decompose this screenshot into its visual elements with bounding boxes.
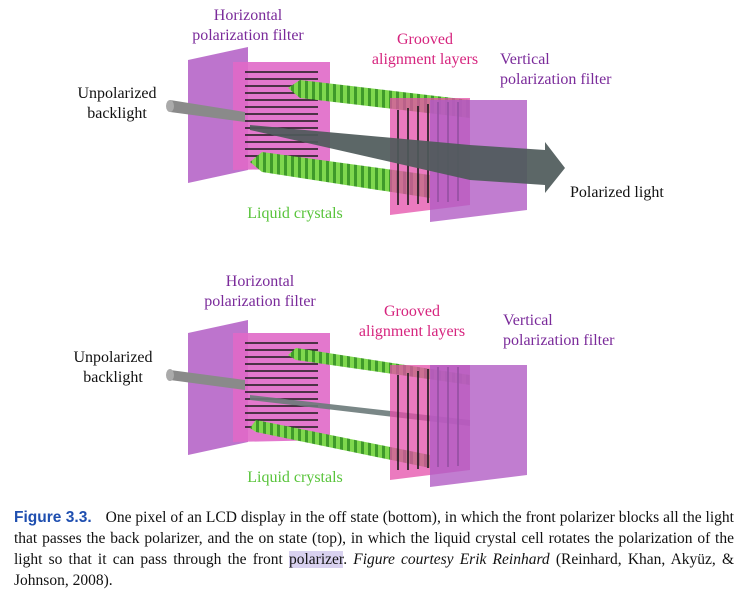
bottom-lower-rod <box>250 420 430 468</box>
bottom-backlight-label: Unpolarized backlight <box>73 349 153 386</box>
top-backlight-label: Unpolarized backlight <box>77 85 157 122</box>
highlighted-word[interactable]: polarizer <box>288 551 344 568</box>
top-backlight-rod <box>170 100 245 122</box>
bottom-liquid-crystals-label: Liquid crystals <box>247 469 343 486</box>
figure-caption: Figure 3.3.One pixel of an LCD display i… <box>14 507 734 591</box>
bottom-panel <box>166 320 527 487</box>
top-panel <box>166 47 565 222</box>
top-liquid-crystals-label: Liquid crystals <box>247 205 343 222</box>
figure-label: Figure 3.3. <box>14 509 92 526</box>
bottom-front-filter <box>430 365 527 487</box>
bottom-backlight-rod <box>170 370 245 390</box>
top-horizontal-filter-label: Horizontal polarization filter <box>192 7 304 44</box>
top-grooved-layers-label: Grooved alignment layers <box>371 31 479 68</box>
figure-credit: Figure courtesy Erik Reinhard <box>353 551 550 568</box>
lcd-diagram-svg <box>166 47 565 487</box>
bottom-back-grooves <box>245 342 318 428</box>
top-vertical-filter-label: Vertical polarization filter <box>500 51 612 88</box>
caption-period: . <box>343 551 348 568</box>
top-polarized-light-arrow <box>250 125 565 193</box>
caption-text: One pixel of an LCD display in the off s… <box>14 509 734 568</box>
top-lower-helix <box>250 152 430 198</box>
polarized-light-label: Polarized light <box>570 184 664 201</box>
bottom-vertical-filter-label: Vertical polarization filter <box>503 312 615 349</box>
bottom-grooved-layers-label: Grooved alignment layers <box>358 303 466 340</box>
lcd-diagram: Horizontal polarization filter Grooved a… <box>73 7 664 487</box>
citation: (Reinhard, Khan, Akyüz, & Johnson, 2008)… <box>14 551 735 589</box>
bottom-horizontal-filter-label: Horizontal polarization filter <box>204 273 316 310</box>
